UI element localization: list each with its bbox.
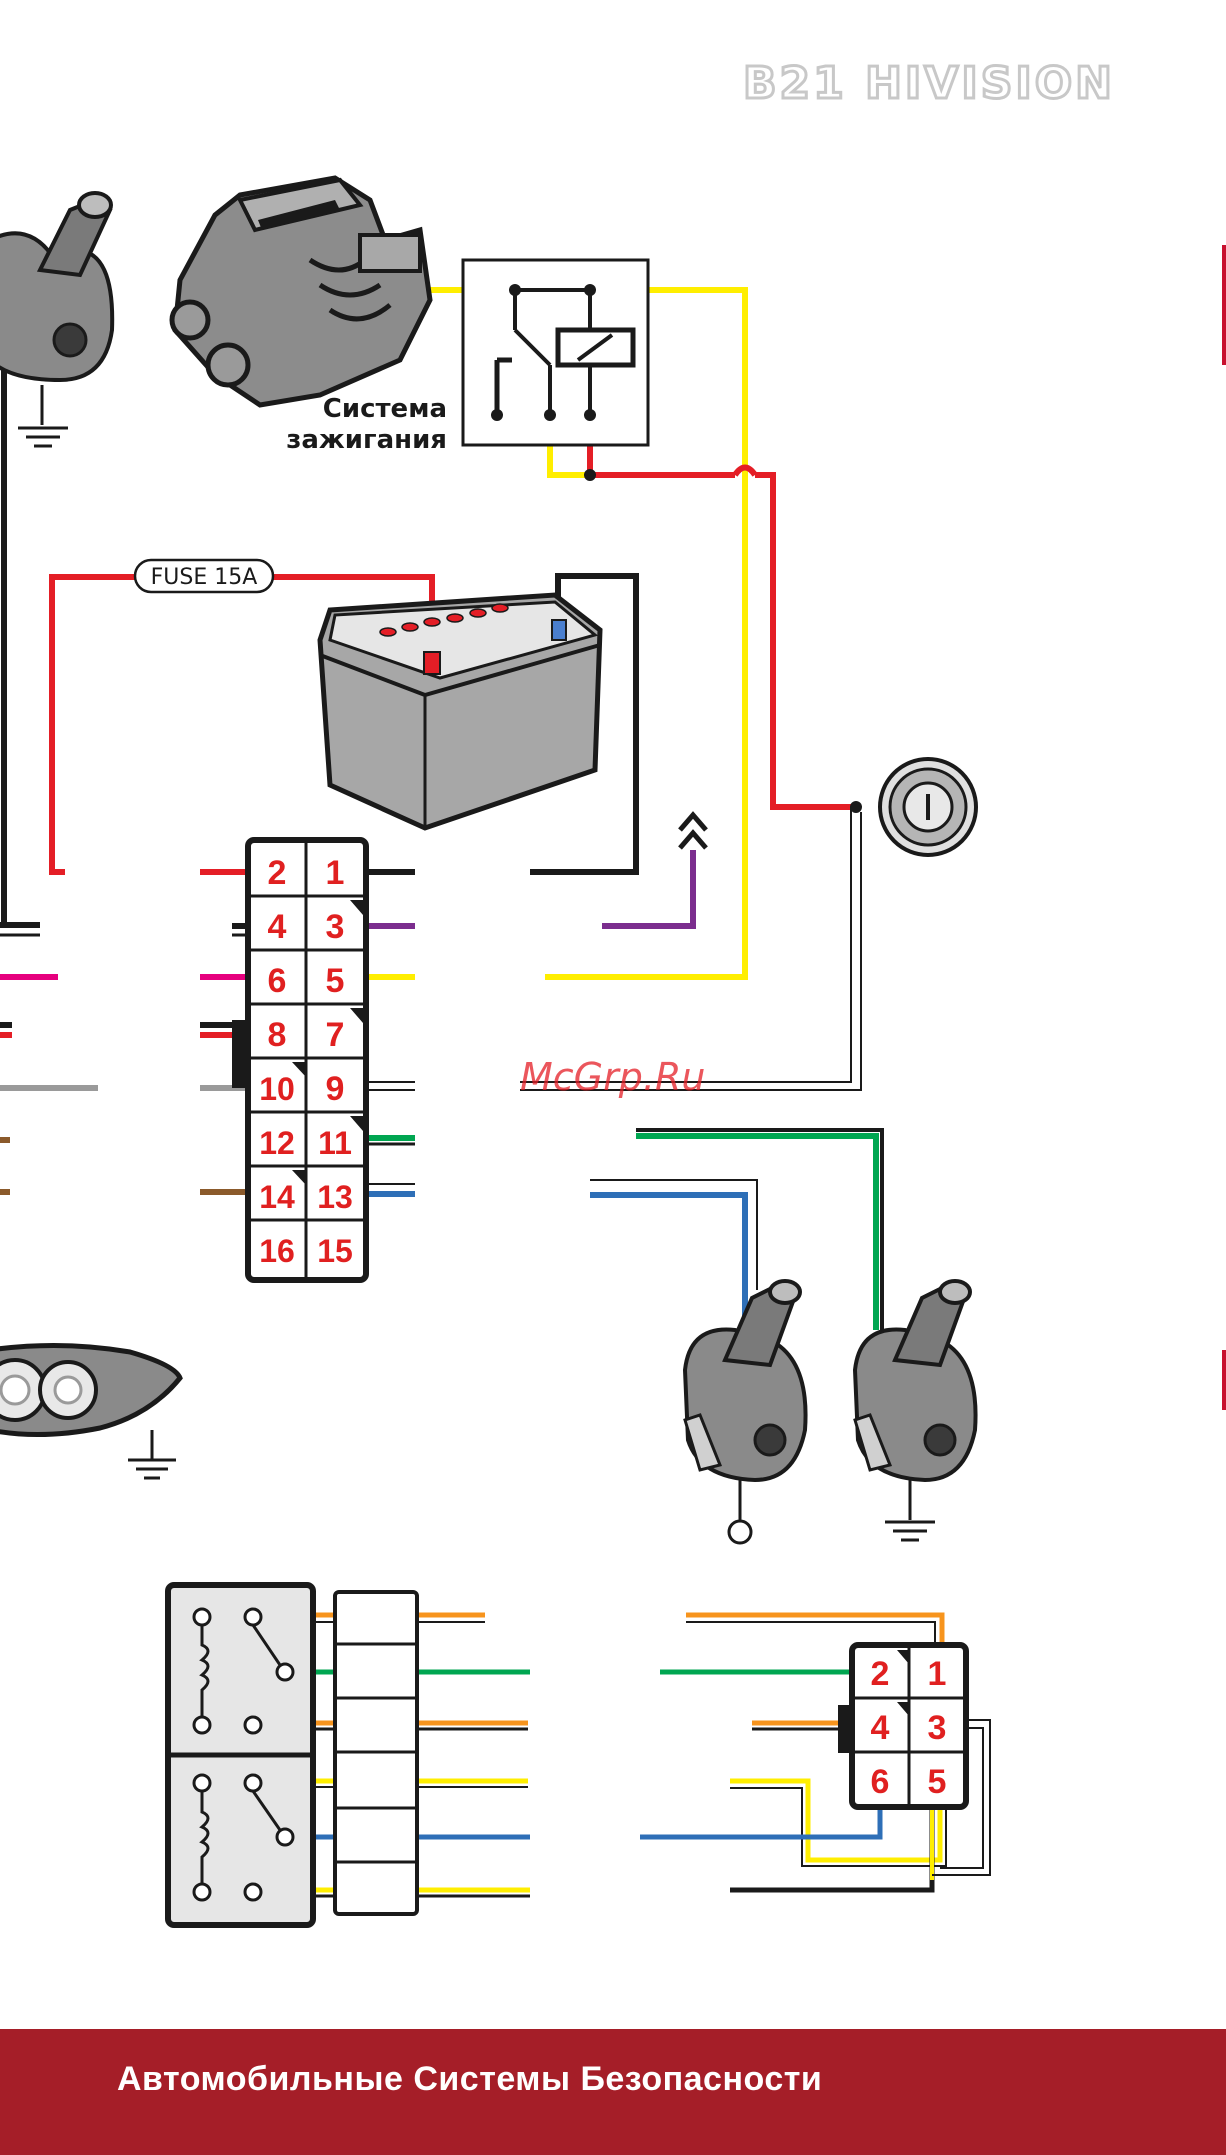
small-connector-6pin [838, 1645, 966, 1807]
pin-label: 1 [326, 854, 345, 892]
pin-label: 3 [928, 1709, 947, 1747]
ground-symbol-3 [885, 1522, 935, 1540]
pin-label: 6 [871, 1763, 890, 1801]
pin-label: 2 [871, 1655, 890, 1693]
pin-label: 8 [268, 1016, 287, 1054]
pin-label: 15 [317, 1233, 353, 1269]
brand-logo-text: B21 HIVISION [743, 58, 1115, 109]
pin-label: 9 [326, 1070, 345, 1108]
ignition-system-label-line2: зажигания [286, 425, 447, 455]
headlight-icon [0, 1345, 180, 1434]
pin-label: 16 [259, 1233, 295, 1269]
relay [463, 260, 648, 445]
pin-label: 2 [268, 854, 287, 892]
wires [0, 290, 990, 1896]
pin-label: 4 [268, 908, 287, 946]
page-edge-marks [1222, 245, 1226, 1410]
sensor-door-left [685, 1281, 806, 1480]
ground-symbol-2 [128, 1460, 176, 1478]
arrow-up-icon [680, 815, 706, 848]
ignition-key-switch [880, 759, 976, 855]
ignition-system-label-line1: Система [323, 394, 447, 424]
pin-label: 14 [259, 1179, 295, 1215]
ground-symbol-1 [18, 428, 68, 446]
pin-label: 5 [928, 1763, 947, 1801]
pin-label: 12 [259, 1125, 295, 1161]
pin-label: 10 [259, 1071, 295, 1107]
pin-label: 7 [326, 1016, 345, 1054]
footer-title: Автомобильные Системы Безопасности [117, 2060, 822, 2099]
relay-block [168, 1585, 417, 1925]
pin-label: 1 [928, 1655, 947, 1693]
wire-red-fuse [52, 577, 138, 872]
watermark: McGrp.Ru [520, 1055, 705, 1099]
pin-label: 6 [268, 962, 287, 1000]
sensor-top-left [0, 193, 112, 380]
pin-label: 5 [326, 962, 345, 1000]
ignition-system-icon [172, 178, 430, 405]
pin-label: 13 [317, 1179, 353, 1215]
battery-icon [320, 595, 600, 828]
pin-label: 4 [871, 1709, 890, 1747]
pin-label: 3 [326, 908, 345, 946]
fuse-15a: FUSE 15A [135, 560, 273, 592]
terminal-symbol [729, 1521, 751, 1543]
fuse-label: FUSE 15A [151, 565, 258, 590]
pin-label: 11 [318, 1125, 352, 1161]
